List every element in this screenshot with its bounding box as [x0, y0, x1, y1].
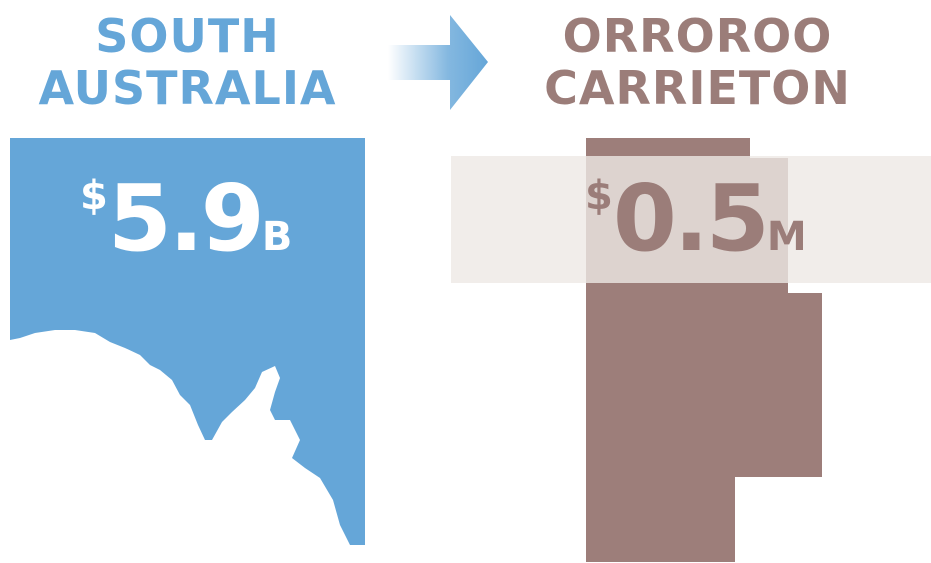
orroroo-carrieton-value-number: 0.5 — [612, 165, 770, 272]
south-australia-value-unit: B — [261, 214, 293, 260]
orroroo-carrieton-value: $0.5M — [585, 165, 807, 272]
orroroo-carrieton-heading-line1: ORROROO — [562, 9, 833, 63]
arrow-right-icon — [388, 15, 488, 110]
south-australia-heading-line1: SOUTH — [95, 9, 280, 63]
orroroo-carrieton-heading: ORROROO CARRIETON — [520, 10, 875, 114]
orroroo-carrieton-heading-line2: CARRIETON — [544, 61, 851, 115]
orroroo-carrieton-value-unit: M — [766, 214, 807, 260]
south-australia-heading-line2: AUSTRALIA — [38, 61, 337, 115]
south-australia-value-number: 5.9 — [107, 165, 265, 272]
south-australia-value-currency: $ — [80, 173, 108, 219]
orroroo-carrieton-value-band — [451, 156, 931, 283]
south-australia-heading: SOUTH AUSTRALIA — [0, 10, 375, 114]
south-australia-value: $5.9B — [80, 165, 292, 272]
orroroo-carrieton-value-currency: $ — [585, 173, 613, 219]
